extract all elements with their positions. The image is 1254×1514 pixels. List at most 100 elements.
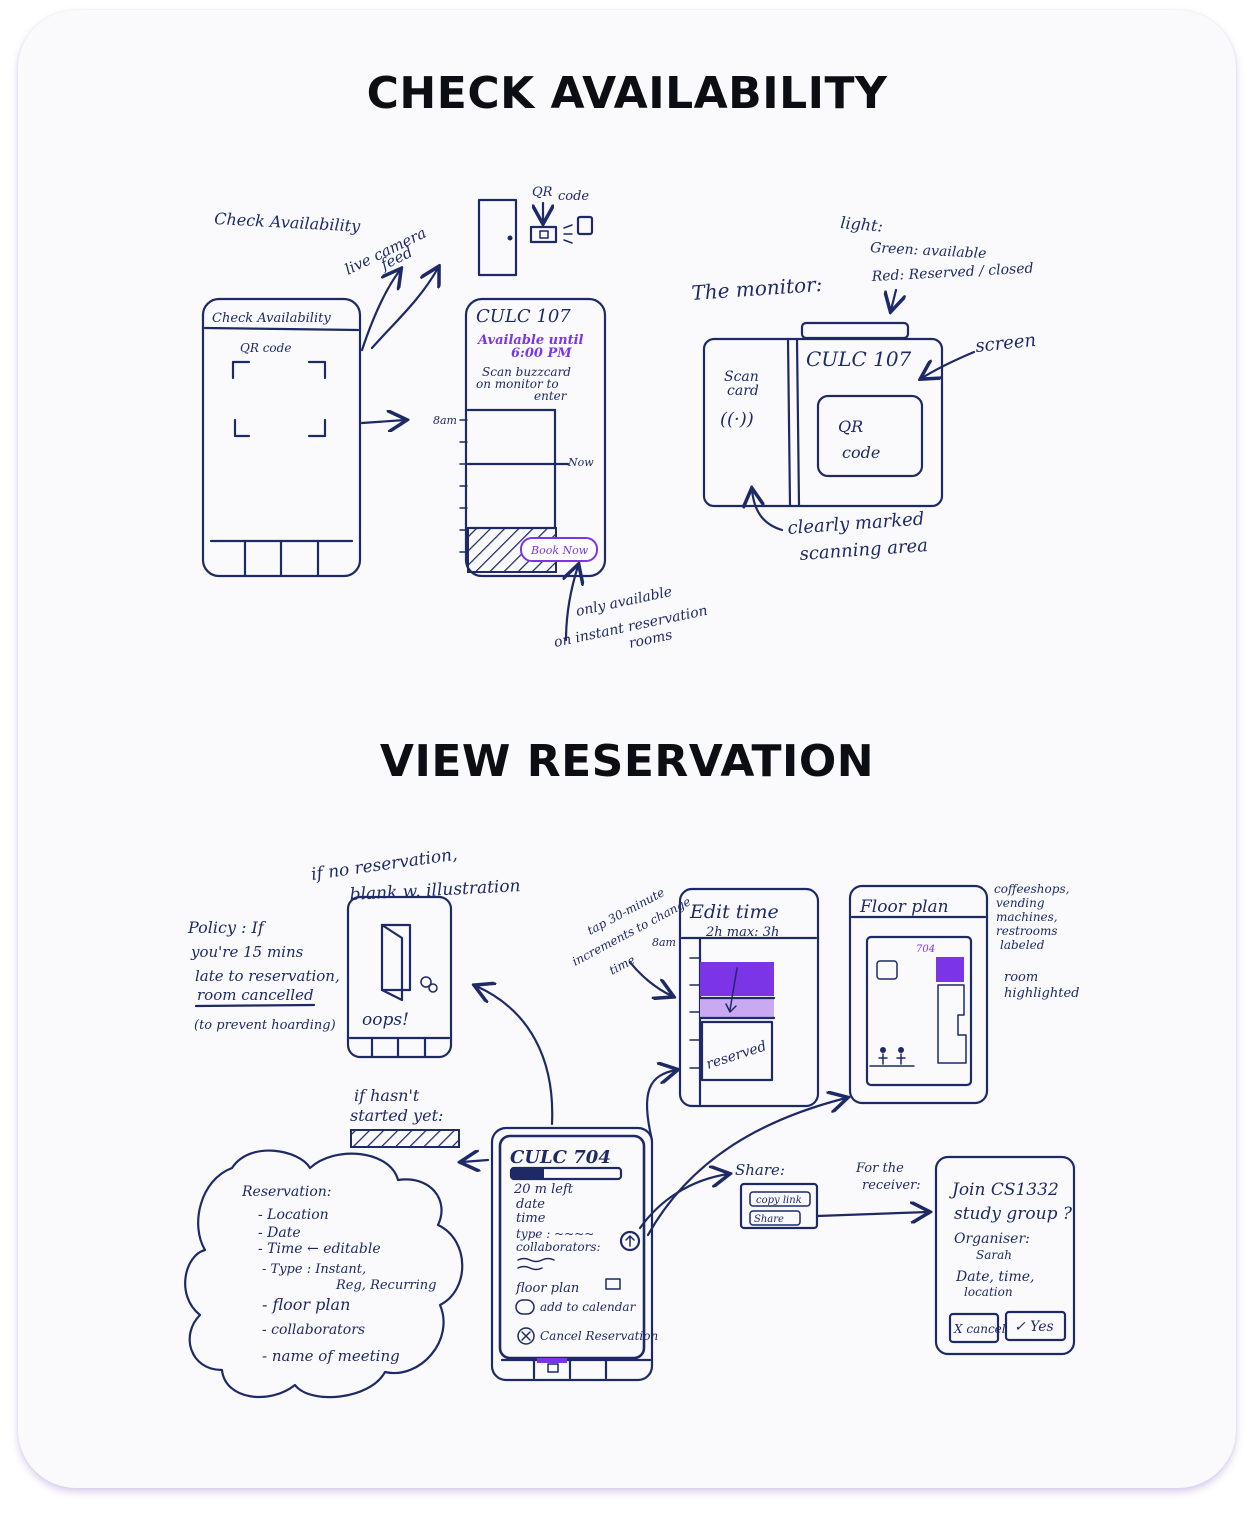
cloud-item-4: - Type : Instant, [262, 1262, 366, 1277]
screen-note: screen [974, 330, 1037, 357]
room-phone-now: Now [567, 456, 594, 469]
floor-plan-title: Floor plan [859, 897, 949, 917]
scan-phone-qr-label: QR code [240, 341, 291, 355]
page-label-text: Check Availability [214, 209, 362, 236]
floor-note-6: room [1004, 970, 1038, 985]
floor-plan-room-number: 704 [916, 944, 935, 955]
scan-phone-sketch: Check Availability QR code [203, 299, 360, 576]
selected-time-block[interactable] [700, 962, 774, 996]
oops-text: oops! [362, 1010, 409, 1030]
light-green: Green: available [870, 240, 987, 262]
cloud-item-8: - name of meeting [262, 1347, 400, 1365]
floor-plan-icon[interactable] [606, 1279, 620, 1289]
book-now-button[interactable]: Book Now [521, 538, 597, 561]
cloud-item-1: - Location [258, 1207, 329, 1223]
not-started-note-2: started yet: [350, 1106, 443, 1125]
main-phone-type: type : ~~~~ [516, 1227, 594, 1241]
cloud-item-6: - floor plan [262, 1295, 350, 1314]
coffee-icon [877, 961, 897, 979]
area-note-2: scanning area [799, 535, 929, 565]
empty-note-1: if no reservation, [310, 845, 459, 885]
not-started-bar [351, 1130, 459, 1147]
empty-phone-sketch: oops! [348, 897, 451, 1057]
receiver-cancel-button[interactable]: X cancel [950, 1314, 1006, 1342]
copy-link-button[interactable]: copy link [750, 1192, 810, 1206]
phone-icon [578, 217, 592, 234]
receiver-line-6: location [964, 1285, 1013, 1299]
cloud-title: Reservation: [241, 1184, 332, 1200]
room-phone-room: CULC 107 [476, 306, 571, 327]
calendar-icon[interactable] [516, 1300, 534, 1314]
cloud-item-3: - Time ← editable [258, 1241, 381, 1257]
policy-line-4: room cancelled [197, 986, 314, 1004]
policy-line-1: Policy : If [187, 918, 267, 937]
share-button-label: Share [754, 1214, 784, 1225]
main-phone-floor-plan: floor plan [515, 1281, 579, 1296]
light-red: Red: Reserved / closed [870, 261, 1034, 286]
scan-phone-header: Check Availability [212, 311, 331, 326]
monitor-label: The monitor: [691, 272, 823, 305]
empty-note-2: blank w. illustration [349, 876, 521, 905]
room-phone-8am: 8am [433, 414, 457, 427]
main-phone-date: date [516, 1197, 545, 1212]
receiver-line-2: study group ? [954, 1204, 1073, 1224]
floor-note-2: vending [996, 896, 1045, 910]
monitor-scan-symbol: ((·)) [720, 409, 754, 430]
qr-viewfinder-icon [233, 362, 325, 436]
qr-note-1: QR [532, 185, 553, 200]
edit-time-title: Edit time [689, 901, 779, 923]
floor-plan-sketch: Floor plan 704 [850, 886, 987, 1103]
main-phone-collaborators: collaborators: [516, 1240, 601, 1254]
light-title: light: [840, 213, 884, 236]
cloud-item-7: - collaborators [262, 1322, 365, 1338]
policy-note: Policy : If you're 15 mins late to reser… [187, 918, 340, 1033]
extension-time-block[interactable] [700, 998, 774, 1018]
share-label: Share: [735, 1161, 785, 1179]
edit-time-8am: 8am [652, 936, 676, 949]
floor-note-1: coffeeshops, [994, 882, 1069, 896]
receiver-line-5: Date, time, [955, 1269, 1035, 1285]
qr-note-2: code [558, 189, 589, 204]
time-progress-fill [512, 1169, 544, 1178]
copy-link-label: copy link [756, 1195, 802, 1206]
main-phone-time: time [516, 1211, 546, 1226]
receiver-note-1: For the [855, 1161, 904, 1176]
floor-note-3: machines, [996, 910, 1058, 924]
restroom-icon [880, 1047, 886, 1053]
receiver-cancel-label: X cancel [953, 1322, 1006, 1336]
monitor-sketch: Scan card ((·)) CULC 107 QR code [704, 323, 942, 506]
main-phone-add-calendar: add to calendar [540, 1300, 637, 1314]
area-note-1: clearly marked [787, 508, 925, 539]
monitor-room: CULC 107 [806, 347, 912, 371]
floor-note-4: restrooms [996, 924, 1058, 938]
policy-line-2: you're 15 mins [190, 943, 304, 961]
room-phone-instruction-3: enter [534, 389, 568, 403]
monitor-qr-line-1: QR [838, 417, 863, 436]
monitor-scan-line-2: card [727, 383, 759, 399]
receiver-line-4: Sarah [976, 1248, 1012, 1262]
floor-note-5: labeled [1000, 938, 1045, 952]
receiver-yes-button[interactable]: ✓ Yes [1006, 1312, 1065, 1340]
book-now-label: Book Now [530, 544, 589, 557]
main-phone-sketch: CULC 704 20 m left date time type : ~~~~… [492, 1128, 658, 1380]
policy-line-3: late to reservation, [195, 967, 340, 985]
highlighted-room[interactable] [936, 957, 964, 982]
monitor-qr-line-2: code [842, 443, 880, 462]
cloud-item-2: - Date [258, 1225, 301, 1241]
receiver-yes-label: ✓ Yes [1014, 1319, 1054, 1335]
receiver-line-1: Join CS1332 [949, 1180, 1059, 1200]
room-phone-available-time: 6:00 PM [511, 346, 572, 361]
share-button[interactable]: Share [750, 1211, 800, 1225]
policy-line-5: (to prevent hoarding) [194, 1018, 336, 1033]
main-phone-room: CULC 704 [510, 1147, 611, 1168]
edit-time-reserved: reserved [704, 1038, 768, 1072]
room-phone-sketch: CULC 107 Available until 6:00 PM Scan bu… [433, 299, 605, 576]
door-qr-sketch: QR code [479, 185, 592, 275]
not-started-note-1: if hasn't [354, 1086, 420, 1105]
monitor-qr-box [818, 396, 922, 476]
floor-note-7: highlighted [1004, 986, 1079, 1001]
qr-reader-icon [531, 227, 556, 242]
tab-reservation-icon[interactable] [548, 1364, 558, 1372]
cloud-item-5: Reg, Recurring [335, 1278, 436, 1293]
